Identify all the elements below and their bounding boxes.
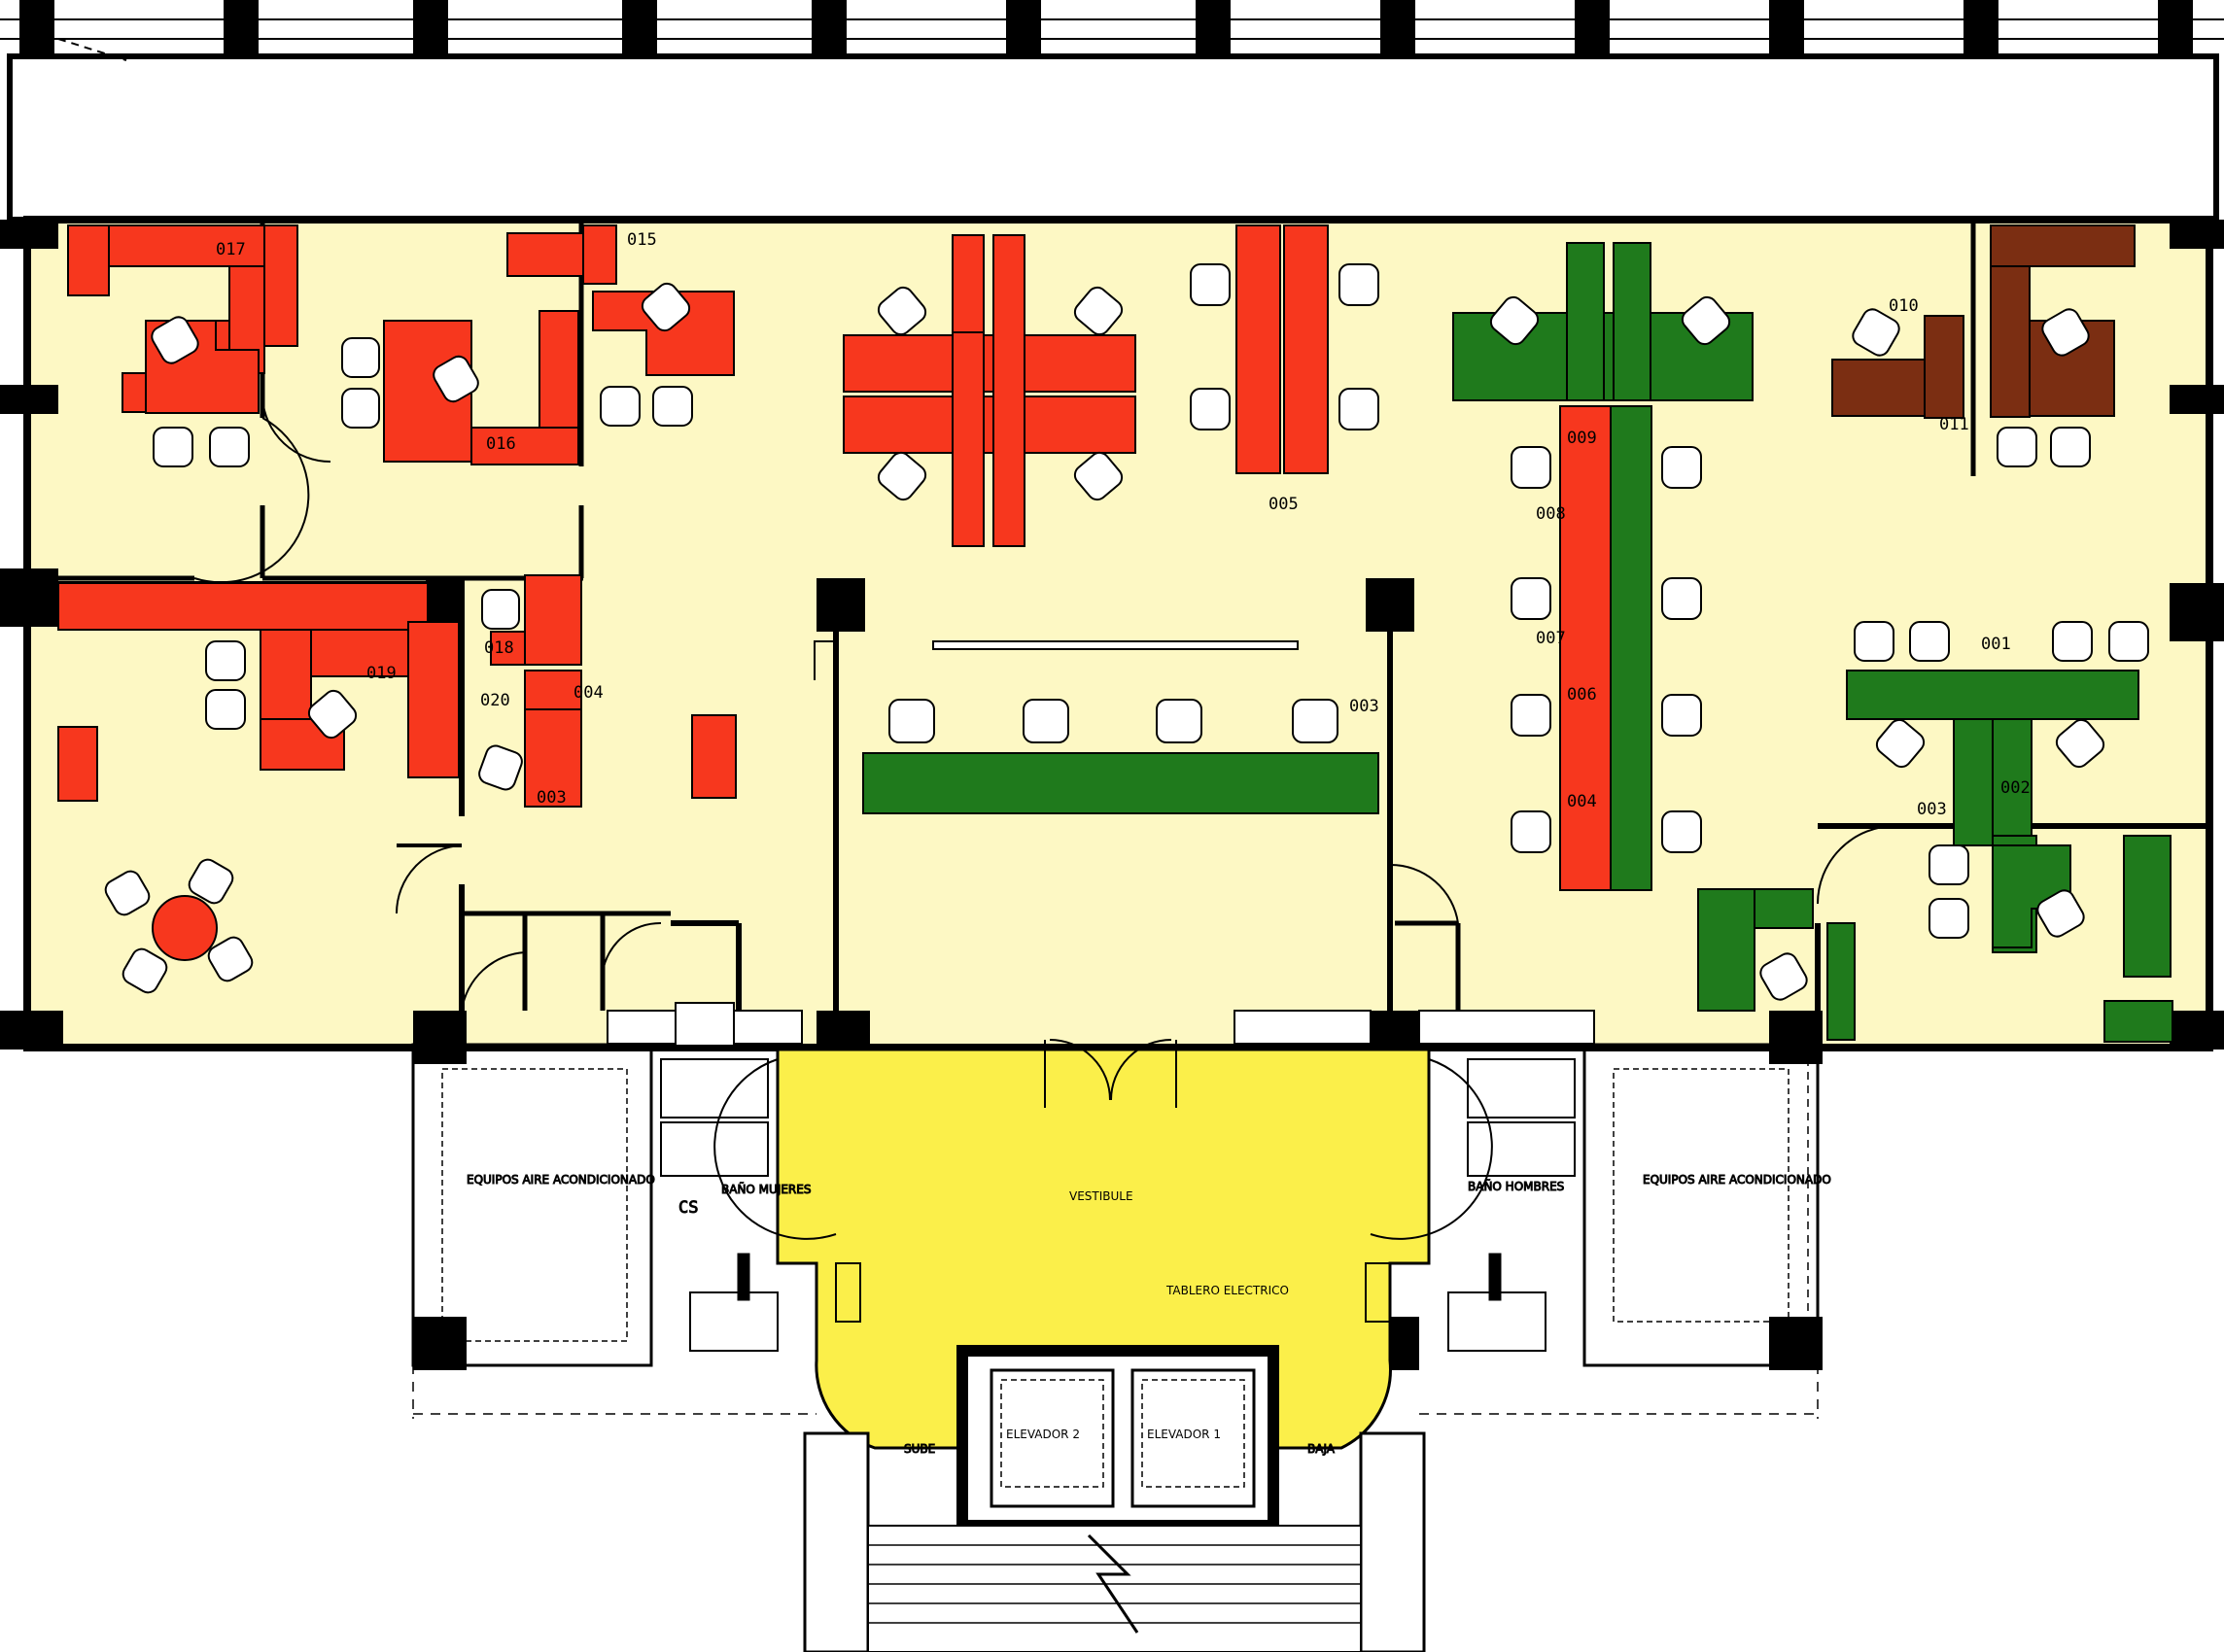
bano-left-label: BAÑO MUJERES (721, 1182, 811, 1196)
chairs (104, 263, 2149, 1001)
room-016-label: 016 (486, 434, 516, 454)
room-008-label: 008 (1536, 504, 1566, 524)
room-004b-label: 004 (573, 683, 604, 703)
room-006-label: 006 (1567, 685, 1597, 705)
core-facade (607, 1002, 1595, 1047)
room-005-label: 005 (1268, 495, 1299, 514)
sube-label: SUBE (904, 1442, 935, 1456)
service-left: EQUIPOS AIRE ACONDICIONADO BAÑO MUJERES … (411, 1043, 861, 1367)
room-007-label: 007 (1536, 629, 1566, 648)
core-outline (412, 1050, 1819, 1419)
room-labels: 017 015 016 005 010 011 009 008 007 006 … (216, 230, 2031, 819)
red-furniture (57, 224, 1612, 891)
elevator-2-label: ELEVADOR 2 (1006, 1428, 1080, 1441)
meeting-table (152, 895, 218, 961)
room-009-label: 009 (1567, 429, 1597, 448)
equip-left-label: EQUIPOS AIRE ACONDICIONADO (467, 1173, 655, 1187)
elevator-1-label: ELEVADOR 1 (1147, 1428, 1221, 1441)
bano-right-label: BAÑO HOMBRES (1468, 1179, 1564, 1193)
facade-band (0, 0, 2224, 223)
room-003b-label: 003 (1917, 800, 1947, 819)
room-003c-label: 003 (537, 788, 567, 808)
vestibule-label: VESTIBULE (1069, 1189, 1133, 1203)
room-003-label: 003 (1349, 697, 1379, 716)
elevator-core: ELEVADOR 2 ELEVADOR 1 (956, 1345, 1279, 1532)
room-018-label: 018 (484, 638, 514, 658)
room-020-label: 020 (480, 691, 510, 710)
electrical-label: TABLERO ELECTRICO (1165, 1284, 1289, 1297)
room-019-label: 019 (366, 664, 397, 683)
room-011-label: 011 (1939, 415, 1969, 434)
green-furniture (862, 242, 2173, 1043)
room-017-label: 017 (216, 240, 246, 259)
cs-label: CS (678, 1198, 698, 1218)
room-002-label: 002 (2000, 778, 2031, 798)
room-015-label: 015 (627, 230, 657, 250)
service-right: EQUIPOS AIRE ACONDICIONADO BAÑO HOMBRES (1365, 1043, 1831, 1370)
stairs: SUBE BAJA (803, 1431, 1426, 1652)
room-004-label: 004 (1567, 792, 1597, 811)
room-010-label: 010 (1889, 296, 1919, 316)
baja-label: BAJA (1307, 1442, 1336, 1456)
room-001-label: 001 (1981, 635, 2011, 654)
equip-right-label: EQUIPOS AIRE ACONDICIONADO (1643, 1173, 1831, 1187)
